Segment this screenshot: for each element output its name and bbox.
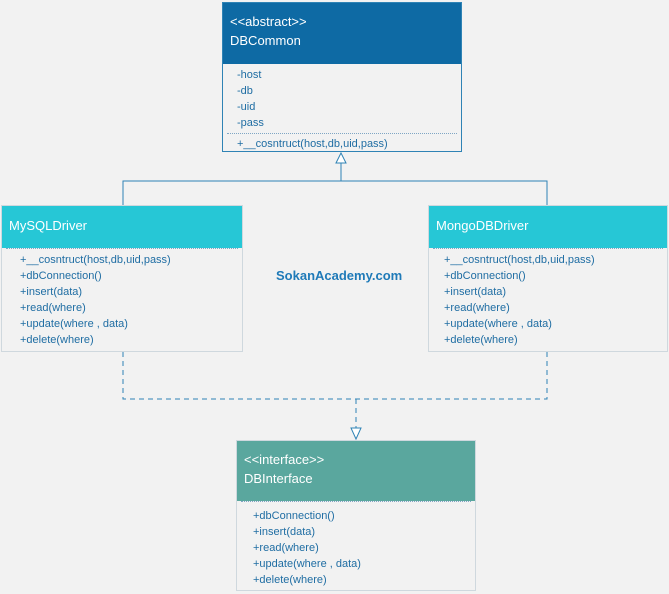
- operation: +__cosntruct(host,db,uid,pass): [20, 254, 171, 266]
- operation: +update(where , data): [444, 318, 552, 330]
- operation: +read(where): [444, 302, 510, 314]
- operations-section: +__cosntruct(host,db,uid,pass) +dbConnec…: [2, 249, 242, 348]
- section-divider: [227, 133, 457, 134]
- operation: +insert(data): [253, 526, 316, 538]
- operation: +delete(where): [253, 574, 327, 586]
- operation: +dbConnection(): [20, 270, 102, 282]
- operation: +__cosntruct(host,db,uid,pass): [237, 138, 388, 150]
- operation: +dbConnection(): [444, 270, 526, 282]
- realization-line-mysql: [122, 352, 356, 400]
- section-divider: [241, 501, 471, 502]
- interface-dbinterface-header: <<interface>> DBInterface: [237, 441, 475, 501]
- attribute: -db: [237, 85, 253, 97]
- class-dbcommon: <<abstract>> DBCommon -host -db -uid -pa…: [222, 2, 462, 152]
- operations-section: +__cosntruct(host,db,uid,pass): [223, 134, 461, 152]
- section-divider: [6, 248, 238, 249]
- stereotype-label: <<abstract>>: [230, 14, 307, 29]
- section-divider: [433, 248, 663, 249]
- operation: +read(where): [253, 542, 319, 554]
- watermark-text: SokanAcademy.com: [276, 268, 403, 283]
- class-name: DBInterface: [244, 471, 313, 486]
- class-mysqldriver: MySQLDriver +__cosntruct(host,db,uid,pas…: [1, 205, 243, 352]
- operation: +insert(data): [20, 286, 83, 298]
- operation: +delete(where): [444, 334, 518, 346]
- realization-arrowhead: [350, 427, 362, 441]
- class-dbcommon-header: <<abstract>> DBCommon: [223, 3, 461, 64]
- operation: +insert(data): [444, 286, 507, 298]
- class-mongodbdriver-header: MongoDBDriver: [429, 206, 667, 248]
- interface-dbinterface: <<interface>> DBInterface +dbConnection(…: [236, 440, 476, 591]
- inheritance-line-mysql: [122, 180, 341, 205]
- class-name: DBCommon: [230, 33, 301, 48]
- operations-section: +__cosntruct(host,db,uid,pass) +dbConnec…: [429, 249, 667, 348]
- attribute: -host: [237, 69, 262, 81]
- operation: +update(where , data): [20, 318, 128, 330]
- stereotype-label: <<interface>>: [244, 452, 325, 467]
- attribute: -pass: [237, 117, 264, 129]
- class-name: MySQLDriver: [9, 218, 88, 233]
- class-mysqldriver-header: MySQLDriver: [2, 206, 242, 248]
- operations-section: +dbConnection() +insert(data) +read(wher…: [237, 502, 475, 588]
- inheritance-line-mongo: [341, 180, 548, 205]
- attributes-section: -host -db -uid -pass: [223, 64, 461, 133]
- class-mongodbdriver: MongoDBDriver +__cosntruct(host,db,uid,p…: [428, 205, 668, 352]
- class-name: MongoDBDriver: [436, 218, 529, 233]
- operation: +update(where , data): [253, 558, 361, 570]
- operation: +delete(where): [20, 334, 94, 346]
- operation: +__cosntruct(host,db,uid,pass): [444, 254, 595, 266]
- realization-line-mongo: [356, 352, 548, 400]
- operation: +read(where): [20, 302, 86, 314]
- attribute: -uid: [237, 101, 256, 113]
- inheritance-arrowhead: [335, 151, 347, 164]
- operation: +dbConnection(): [253, 510, 335, 522]
